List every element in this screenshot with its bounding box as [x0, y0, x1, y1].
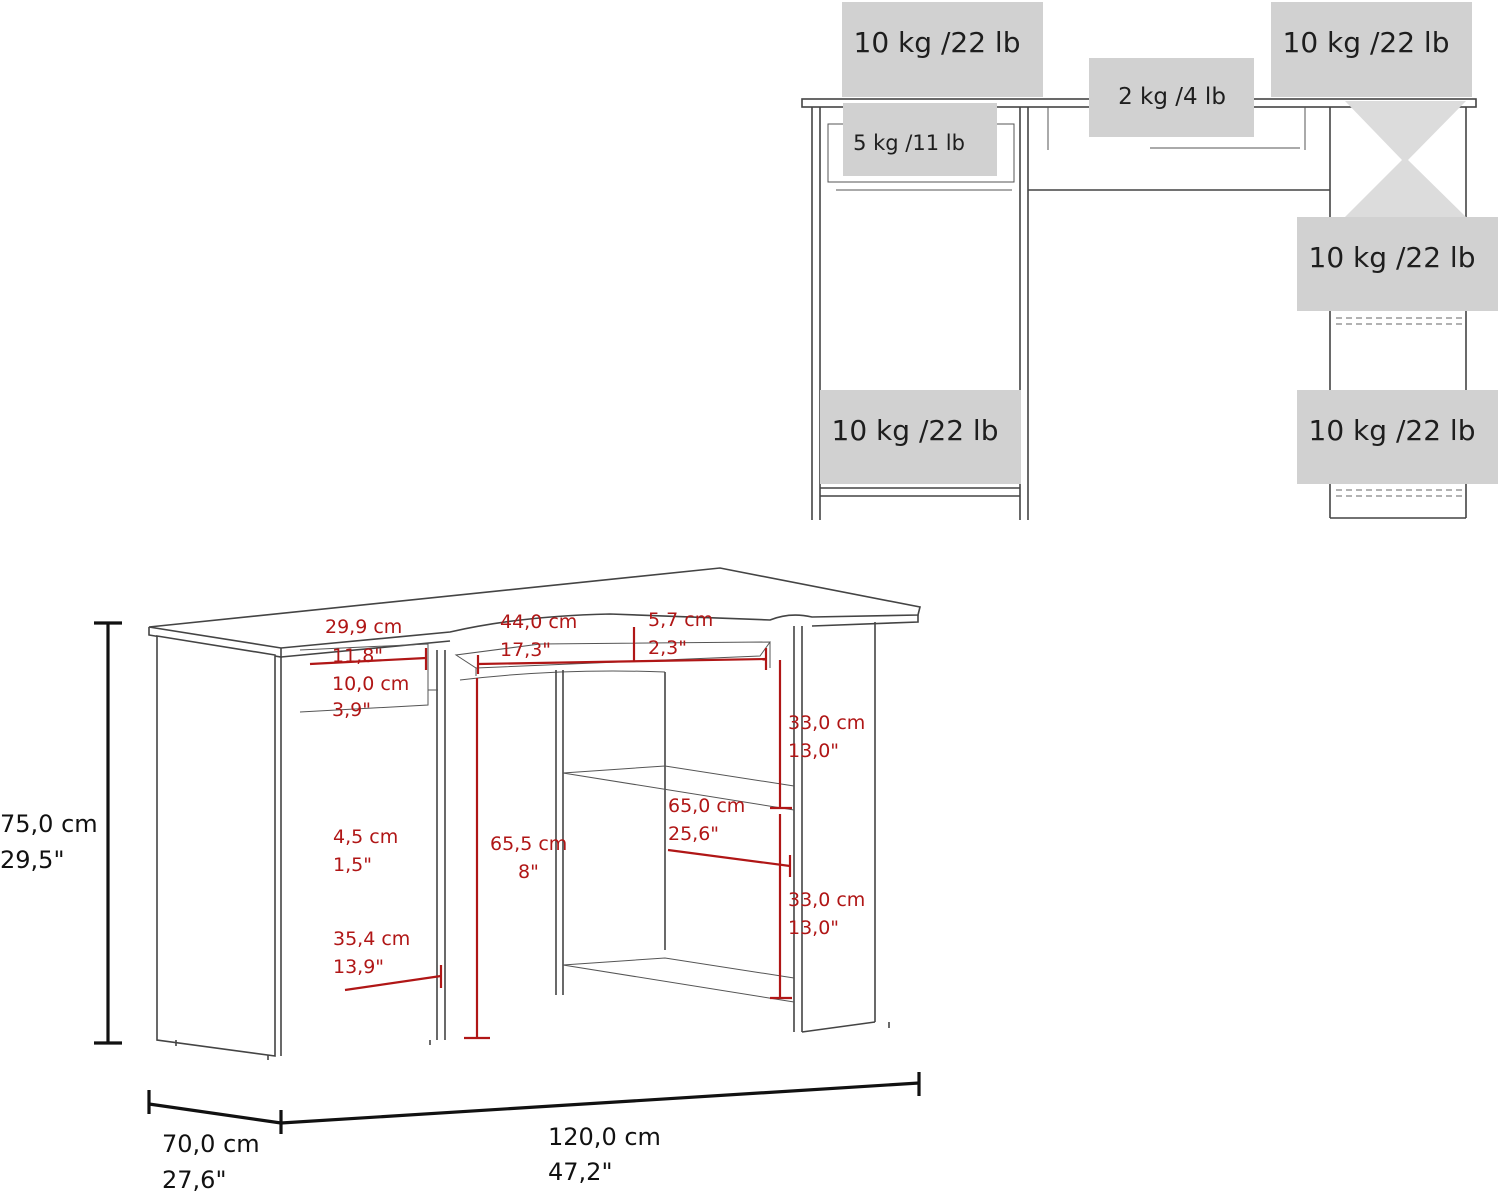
weight-drawer: 5 kg /11 lb — [843, 103, 997, 176]
weight-top-left-shelf: 10 kg /22 lb — [842, 2, 1043, 97]
weight-keyboard-tray: 2 kg /4 lb — [1089, 58, 1254, 137]
red-dimension-lines — [309, 627, 792, 1040]
svg-text:10 kg /22 lb: 10 kg /22 lb — [1309, 414, 1476, 447]
svg-text:5 kg /11 lb: 5 kg /11 lb — [853, 131, 965, 155]
weight-right-bottom: 10 kg /22 lb — [1297, 390, 1498, 484]
drawer-width-in: 11,8" — [332, 645, 383, 667]
panel-width-cm: 35,4 cm — [333, 928, 410, 950]
weight-right-upper-shelf: 10 kg /22 lb — [1297, 217, 1498, 311]
shelf-top-in: 13,0" — [788, 740, 839, 762]
svg-text:10 kg /22 lb: 10 kg /22 lb — [1309, 241, 1476, 274]
shelf-bottom-cm: 33,0 cm — [788, 889, 865, 911]
tray-height-in: 2,3" — [648, 637, 687, 659]
knee-height-cm: 65,5 cm — [490, 833, 567, 855]
height-in: 29,5" — [0, 846, 64, 874]
shelf-bottom-in: 13,0" — [788, 917, 839, 939]
depth-in: 27,6" — [162, 1166, 226, 1194]
shelf-depth-in: 25,6" — [668, 823, 719, 845]
drawer-height-cm: 10,0 cm — [332, 673, 409, 695]
depth-cm: 70,0 cm — [162, 1130, 260, 1158]
height-cm: 75,0 cm — [0, 810, 98, 838]
tray-width-cm: 44,0 cm — [500, 611, 577, 633]
red-dimension-labels: 29,9 cm 11,8" 10,0 cm 3,9" 44,0 cm 17,3"… — [325, 609, 865, 978]
width-in: 47,2" — [548, 1158, 612, 1186]
width-cm: 120,0 cm — [548, 1123, 661, 1151]
weight-left-bottom: 10 kg /22 lb — [820, 390, 1021, 484]
perspective-view-drawing — [148, 567, 921, 1060]
drawer-width-cm: 29,9 cm — [325, 616, 402, 638]
svg-text:10 kg /22 lb: 10 kg /22 lb — [1283, 26, 1450, 59]
weight-top-right-shelf: 10 kg /22 lb — [1271, 2, 1472, 97]
panel-in: 1,5" — [333, 854, 372, 876]
shelf-depth-cm: 65,0 cm — [668, 795, 745, 817]
panel-cm: 4,5 cm — [333, 826, 398, 848]
svg-text:10 kg /22 lb: 10 kg /22 lb — [854, 26, 1021, 59]
overall-dimension-labels: 75,0 cm 29,5" 70,0 cm 27,6" 120,0 cm 47,… — [0, 810, 661, 1194]
knee-height-in: 8" — [518, 861, 539, 883]
svg-text:2 kg /4 lb: 2 kg /4 lb — [1118, 84, 1226, 110]
svg-text:10 kg /22 lb: 10 kg /22 lb — [832, 414, 999, 447]
panel-width-in: 13,9" — [333, 956, 384, 978]
tray-width-in: 17,3" — [500, 639, 551, 661]
drawer-height-in: 3,9" — [332, 699, 371, 721]
tray-height-cm: 5,7 cm — [648, 609, 713, 631]
shelf-top-cm: 33,0 cm — [788, 712, 865, 734]
overall-dimension-lines — [94, 621, 921, 1134]
